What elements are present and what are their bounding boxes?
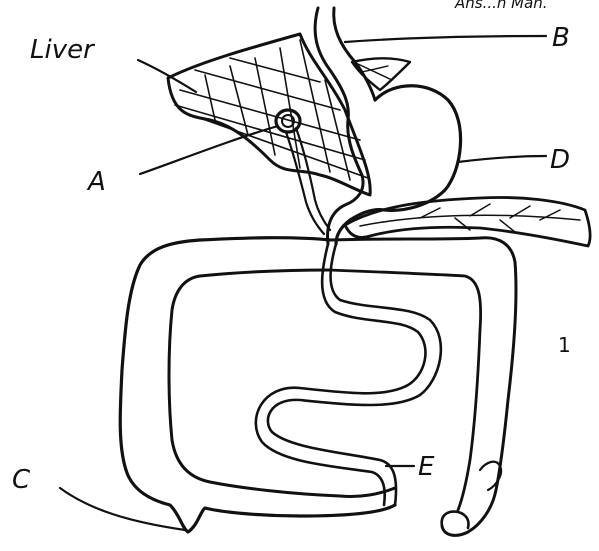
label-a: A <box>86 167 106 197</box>
liver-shape <box>168 34 370 195</box>
liver-hatching <box>175 40 368 180</box>
label-c: C <box>12 465 31 495</box>
leader-d <box>458 156 546 162</box>
esophagus <box>315 8 375 120</box>
leader-c <box>60 488 185 530</box>
label-e: E <box>418 452 435 482</box>
label-d: D <box>550 145 570 175</box>
label-number: 1 <box>558 333 571 357</box>
label-liver: Liver <box>30 35 96 65</box>
leader-a <box>140 126 278 174</box>
leader-liver <box>138 60 196 92</box>
label-b: B <box>552 23 570 53</box>
header-fragment: Ans...n Man. <box>454 0 548 12</box>
large-intestine <box>120 238 516 536</box>
leader-b <box>345 36 546 42</box>
